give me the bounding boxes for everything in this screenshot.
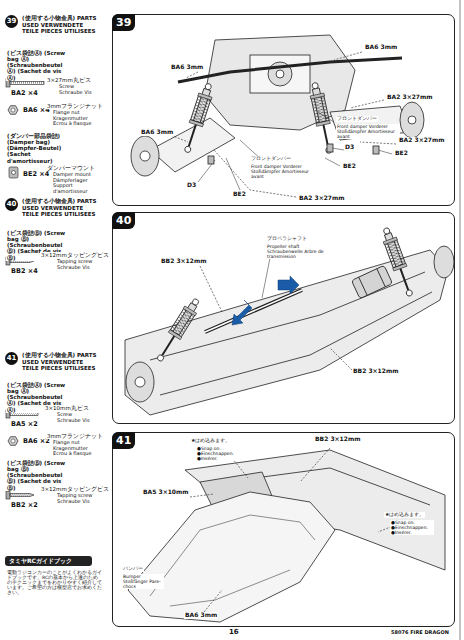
note-text: ★はめ込みます。 xyxy=(190,438,231,444)
parts-used-heading: 39 (使用する小物金具) PARTS USED VERWENDETE TEILE… xyxy=(5,15,105,37)
part-name-translation: Flange nut Kragenmutter Ecrou à flasque xyxy=(52,110,104,127)
part-name: 3mmフランジナット xyxy=(46,433,104,439)
part-name-translation: Front damper Vorderer Stoßdämpfer Amorti… xyxy=(336,124,400,139)
part-name-translation: Screw Schraube Vis xyxy=(56,412,94,423)
screw-bag-heading: (ダンパー部品袋詰) (Damper bag) (Dämpfer-Beutel)… xyxy=(6,133,78,164)
step-number: 39 xyxy=(112,14,135,31)
note-text: 電動ラジコンカーのことがよくわかるガイドブックです。RCの基本から上達のためのテ… xyxy=(6,570,104,595)
part-name-translation: Flange nut Kragenmutter Ecrou à flasque xyxy=(52,440,104,457)
part-code: BE2 ×4 xyxy=(22,171,50,178)
part-name: 3×10mm丸ビス xyxy=(44,405,90,411)
part-code: BB2 ×2 xyxy=(10,502,39,509)
callout-label: BA6 3mm xyxy=(184,612,218,619)
callout-label: D3 xyxy=(186,182,197,189)
parts-used-title: (使用する小物金具) PARTS USED VERWENDETE TEILE P… xyxy=(22,198,100,218)
part-name: 3×27mm丸ビス xyxy=(46,77,92,83)
part-name-translation: Tapping screw Schraube Vis xyxy=(56,259,102,270)
part-name: プロペラシャフト xyxy=(266,236,308,242)
part-name: 3mmフランジナット xyxy=(46,103,104,109)
part-name: ダンパーマウント xyxy=(46,165,96,171)
note-text: ★はめ込みます。 xyxy=(384,512,425,518)
part-code: BB2 ×4 xyxy=(10,268,39,275)
callout-label: BA2 3×27mm xyxy=(386,94,434,101)
callout-label: BB2 3×12mm xyxy=(160,258,207,265)
page-footer: 58076 FIRE DRAGON xyxy=(390,630,450,636)
callout-label: BE2 xyxy=(394,150,409,157)
parts-used-heading: 41 (使用する小物金具) PARTS USED VERWENDETE TEILE… xyxy=(5,352,105,374)
parts-used-title: (使用する小物金具) PARTS USED VERWENDETE TEILE P… xyxy=(22,15,100,35)
callout-label: BB2 3×12mm xyxy=(352,368,399,375)
note-text: ●Snap on. ●Einschnappen. ●Insérer. xyxy=(196,446,240,461)
callout-label: BA2 3×27mm xyxy=(398,137,446,144)
part-name: フロントダンパー xyxy=(336,116,378,122)
part-name: バンパー xyxy=(122,566,144,572)
part-name-translation: Bumper Stoßfänger Pare-chocs xyxy=(122,574,164,589)
part-name-translation: Front damper Vorderer Stoßdämpfer Amorti… xyxy=(250,164,314,179)
parts-used-heading: 40 (使用する小物金具) PARTS USED VERWENDETE TEILE… xyxy=(5,198,105,220)
page-footer: 16 xyxy=(228,629,240,637)
callout-label: BA6 3mm xyxy=(364,44,398,51)
part-code: BA2 ×4 xyxy=(10,90,39,97)
callout-label: BA6 3mm xyxy=(140,129,174,136)
callout-label: BA6 3mm xyxy=(170,64,204,71)
part-name-translation: Damper mount Dämpferlager Support d'amor… xyxy=(52,172,104,194)
guide-title: タミヤRCガイドブック xyxy=(9,557,88,565)
part-name-translation: Screw Schraube Vis xyxy=(58,84,96,95)
part-name: 3×12mmタッピングビス xyxy=(40,486,110,492)
step-number: 40 xyxy=(5,198,18,211)
callout-label: BB2 3×12mm xyxy=(314,436,361,443)
guide-band: タミヤRCガイドブック xyxy=(5,556,92,566)
step-number: 41 xyxy=(112,432,135,449)
step-number: 41 xyxy=(5,352,18,365)
part-name-translation: Propeller shaft Schraubenwelle Arbre de … xyxy=(266,244,328,259)
part-name-translation: Tapping screw Schraube Vis xyxy=(56,493,102,504)
step-number: 40 xyxy=(112,212,135,229)
part-name: フロントダンパー xyxy=(250,156,292,162)
step-number: 39 xyxy=(5,15,18,28)
parts-used-title: (使用する小物金具) PARTS USED VERWENDETE TEILE P… xyxy=(22,352,100,372)
part-name: 3×12mmタッピングビス xyxy=(40,252,110,258)
callout-label: BE2 xyxy=(342,163,357,170)
callout-label: BE2 xyxy=(232,191,247,198)
part-code: BA5 ×2 xyxy=(10,421,39,428)
callout-label: D3 xyxy=(344,144,355,151)
callout-label: BA2 3×27mm xyxy=(298,195,346,202)
callout-label: BA5 3×10mm xyxy=(142,489,190,496)
note-text: ●Snap on. ●Einschnappen. ●Insérer. xyxy=(390,520,434,535)
